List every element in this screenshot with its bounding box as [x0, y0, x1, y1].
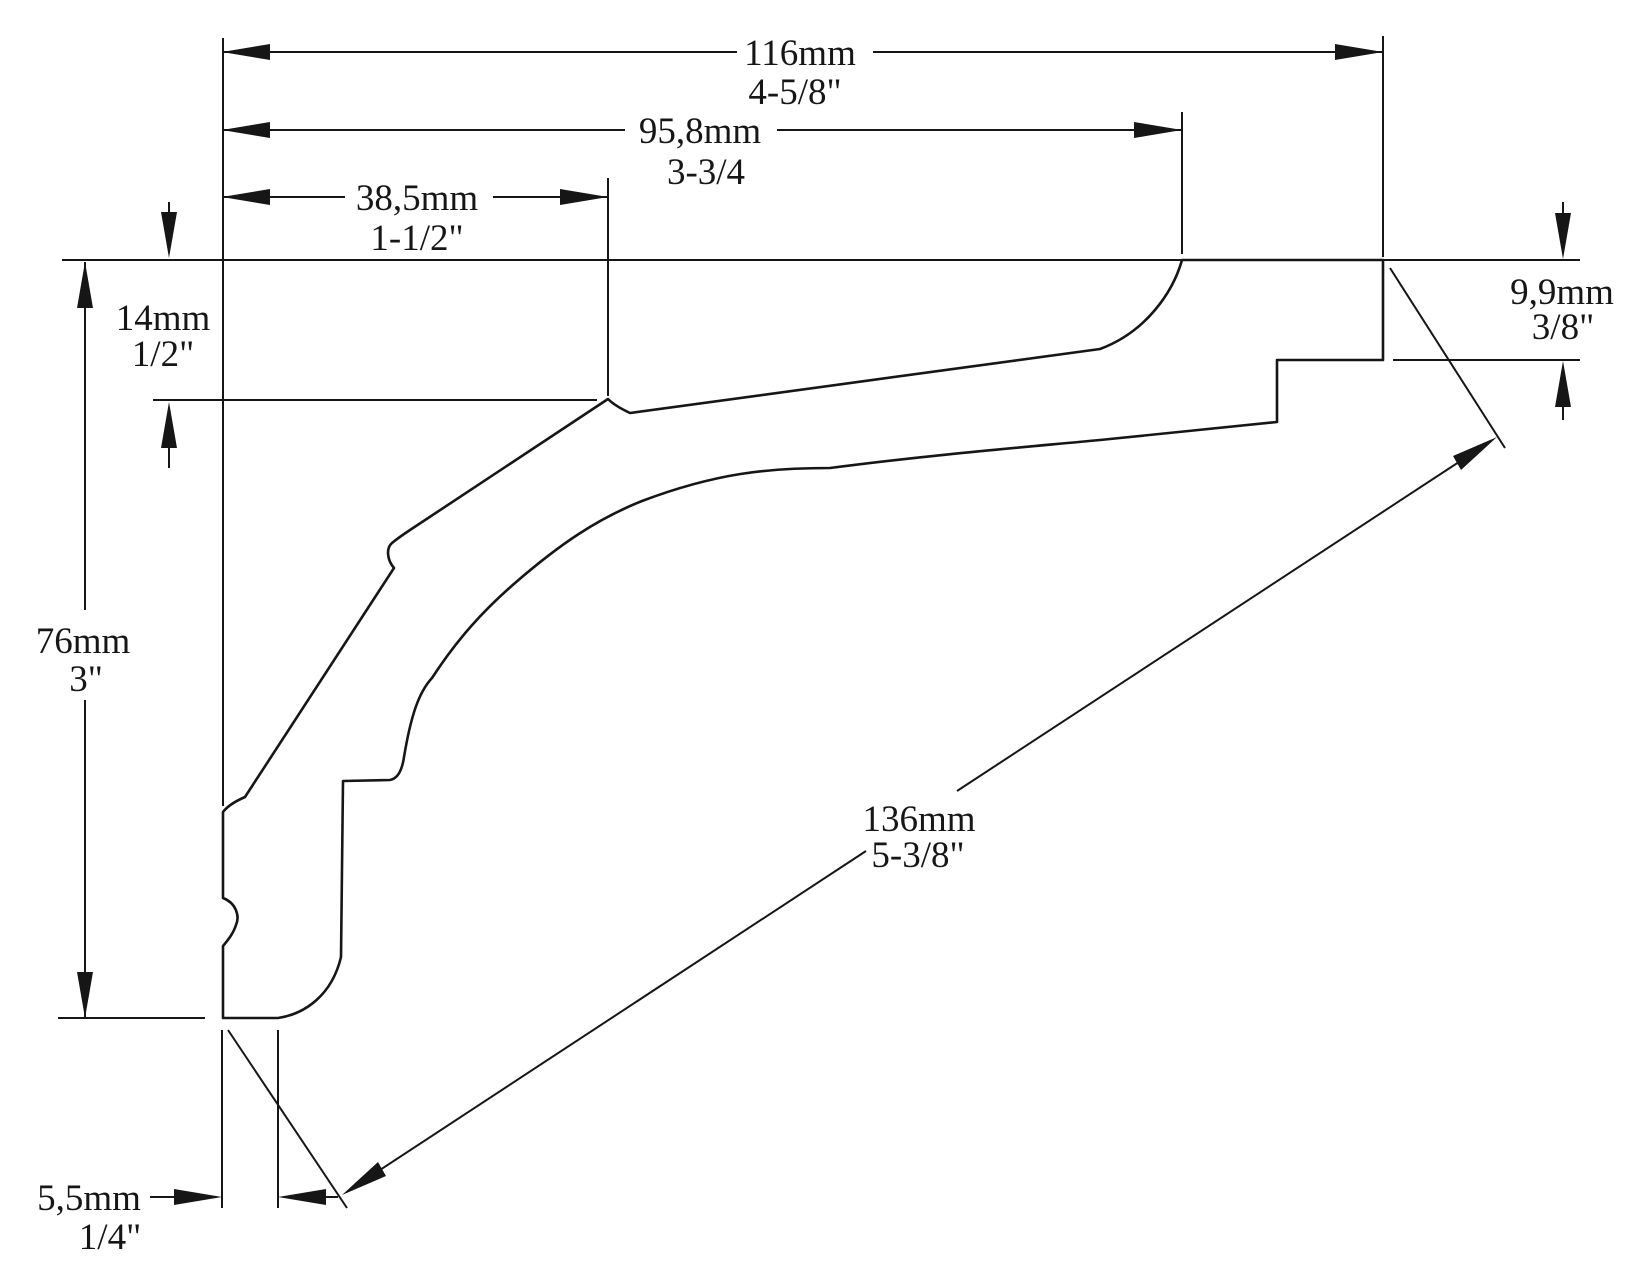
face-witness-line-top [1389, 267, 1506, 449]
moulding-profile-outline [221, 258, 1385, 1020]
dim-label-metric: 38,5mm [356, 178, 479, 219]
arrowhead-down-icon [161, 212, 177, 258]
dim-label-imperial: 1/4" [79, 1217, 141, 1258]
arrowhead-right-icon [1134, 122, 1182, 138]
dim-label-metric: 136mm [862, 799, 975, 840]
reference-lines [58, 36, 1580, 1209]
dimension-face-length: 136mm 5-3/8" [342, 437, 1497, 1195]
dim-label-metric: 116mm [744, 33, 856, 74]
arrowhead-lower-icon [342, 1162, 386, 1195]
dimension-right-edge-height: 9,9mm 3/8" [1510, 202, 1614, 420]
arrowhead-left-icon [222, 189, 270, 205]
dim-label-metric: 5,5mm [37, 1178, 141, 1219]
arrowhead-up-icon [77, 262, 93, 308]
dim-label-imperial: 3-3/4 [667, 152, 745, 193]
arrowhead-right-icon [560, 189, 608, 205]
arrowhead-left-icon [222, 44, 270, 60]
dim-label-metric: 95,8mm [639, 111, 762, 152]
arrowhead-right-icon [1335, 44, 1383, 60]
face-witness-line-bottom [227, 1029, 348, 1209]
dim-label-imperial: 1-1/2" [370, 218, 463, 259]
arrowhead-left-icon [222, 122, 270, 138]
dim-label-imperial: 3" [69, 659, 103, 700]
dim-label-metric: 14mm [116, 298, 211, 339]
dim-label-imperial: 3/8" [1532, 307, 1594, 348]
dimension-total-height: 76mm 3" [36, 262, 131, 1018]
dimension-slope-width: 38,5mm 1-1/2" [222, 178, 608, 259]
dim-line-lower [347, 850, 867, 1192]
arrowhead-down-icon [1555, 213, 1571, 259]
dim-label-metric: 76mm [36, 621, 131, 662]
arrowhead-down-icon [77, 972, 93, 1018]
dim-label-metric: 9,9mm [1510, 272, 1614, 313]
arrowhead-up-icon [1555, 361, 1571, 407]
dimension-top-drop: 14mm 1/2" [116, 202, 211, 468]
arrowhead-left-icon [278, 1189, 326, 1205]
dimension-total-width: 116mm 4-5/8" [222, 33, 1383, 113]
arrowhead-upper-icon [1453, 437, 1497, 470]
dimension-ceiling-width: 95,8mm 3-3/4 [222, 111, 1182, 193]
dimension-bottom-lip: 5,5mm 1/4" [37, 1178, 338, 1258]
dim-line-upper [956, 440, 1492, 792]
dim-label-imperial: 5-3/8" [871, 835, 964, 876]
dim-label-imperial: 4-5/8" [748, 72, 841, 113]
dim-label-imperial: 1/2" [132, 334, 194, 375]
arrowhead-right-icon [174, 1189, 222, 1205]
arrowhead-up-icon [161, 402, 177, 448]
